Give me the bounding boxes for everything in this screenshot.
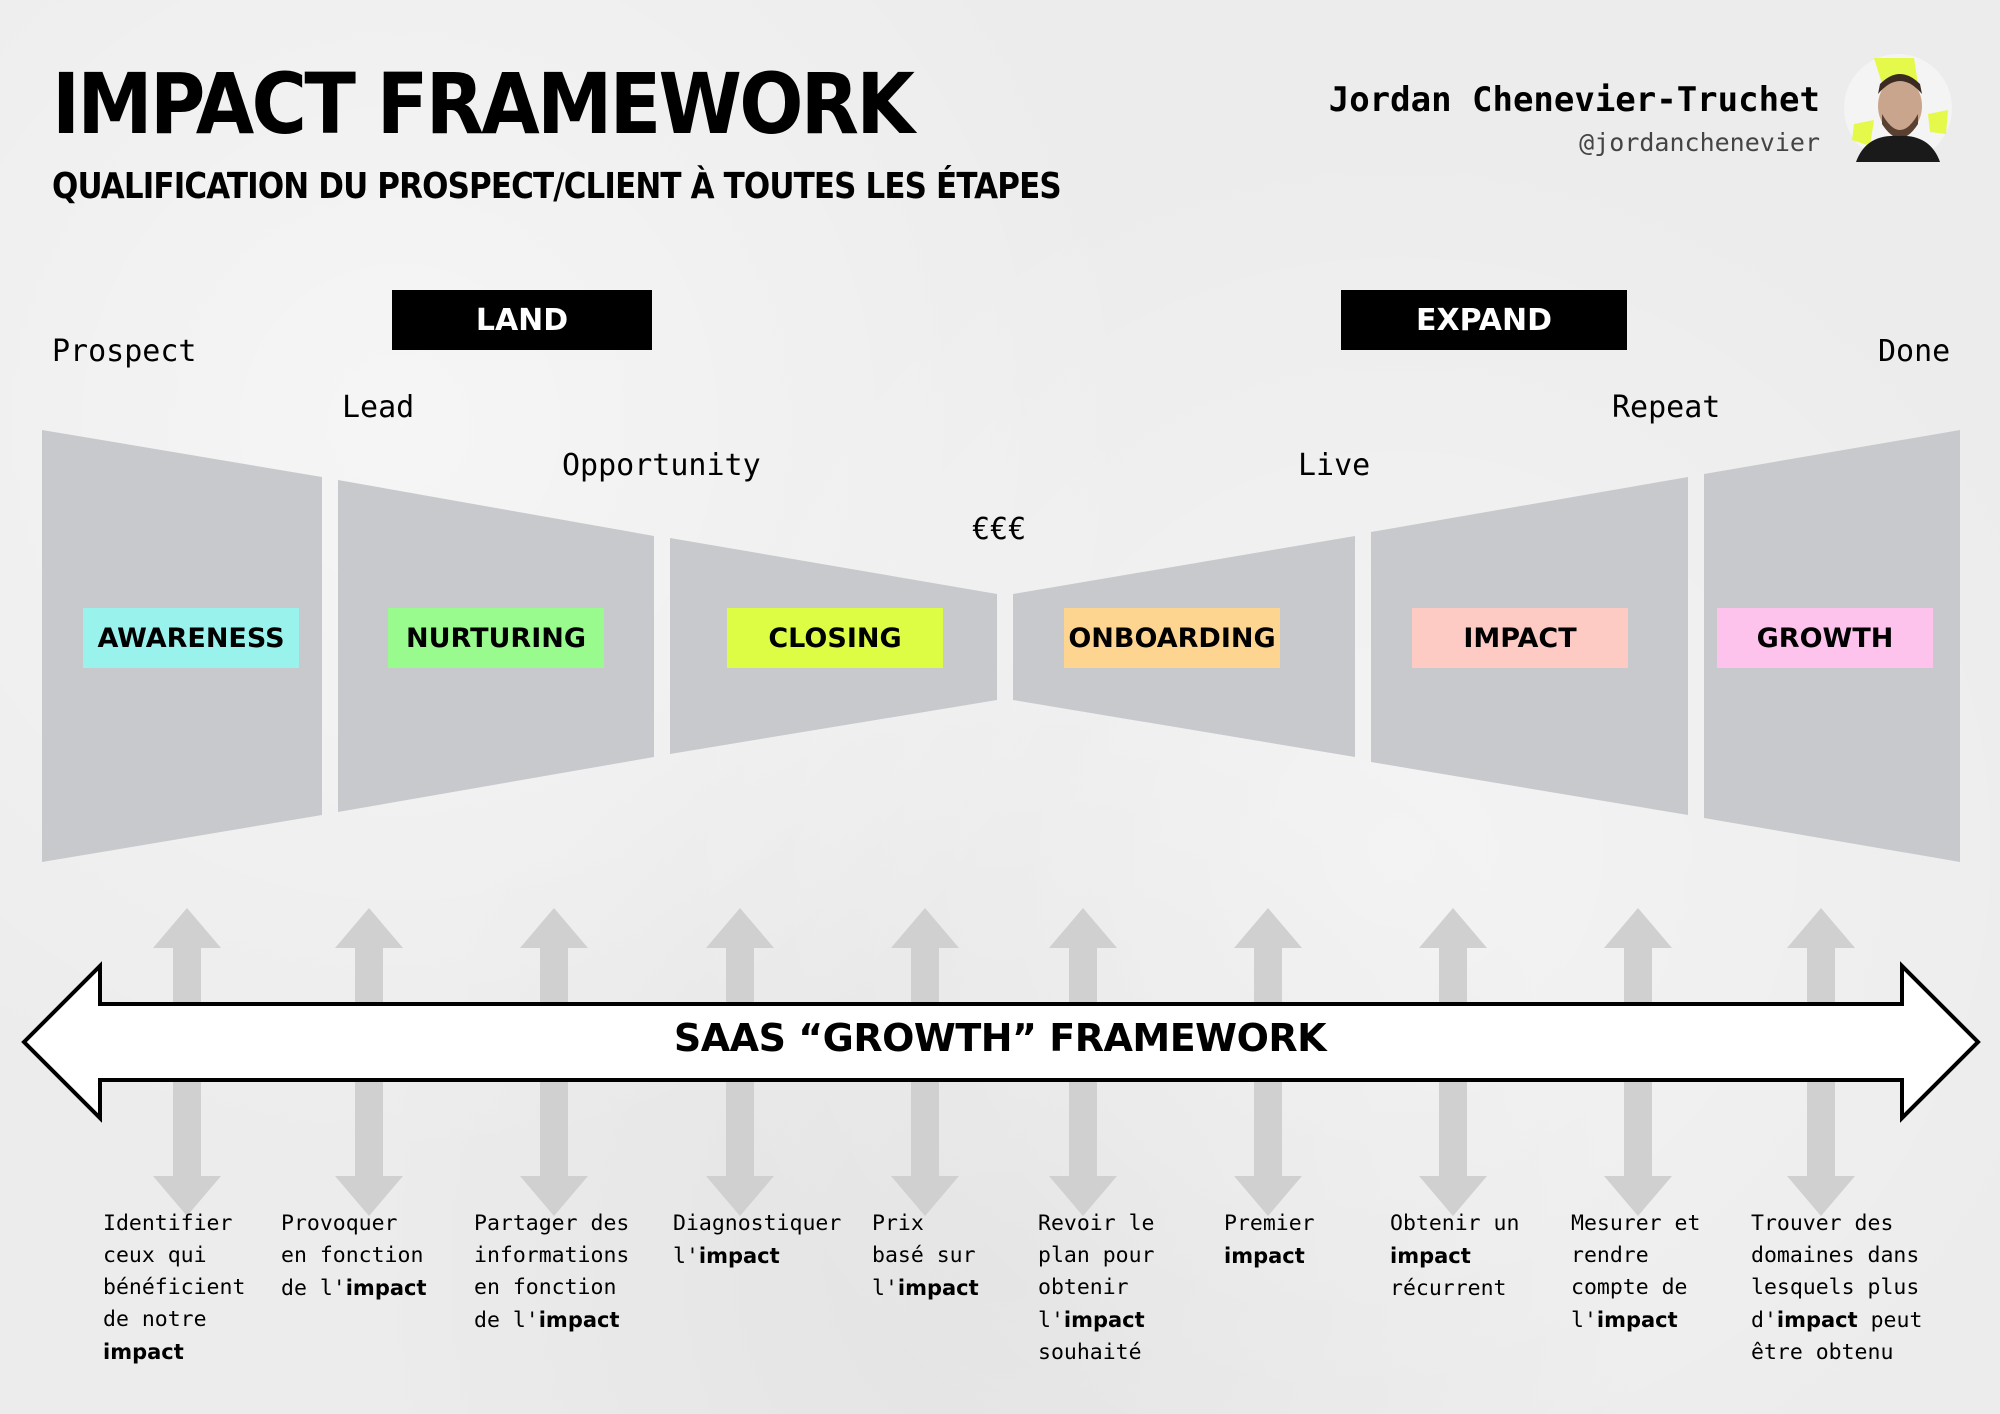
description-line: souhaité (1038, 1340, 1142, 1365)
description-line: Revoir le (1038, 1211, 1155, 1236)
stage-description-8: Obtenir un impact récurrent (1390, 1208, 1519, 1305)
description-impact-line: impact (1390, 1240, 1519, 1273)
description-impact-line: l'impact (872, 1272, 979, 1305)
milestone-lead: Lead (342, 390, 415, 425)
stage-awareness: AWARENESS (83, 608, 299, 668)
stage-description-9: Mesurer et rendre compte de l'impact (1571, 1208, 1700, 1337)
impact-prefix: l' (1038, 1308, 1064, 1333)
description-impact-line: de l'impact (281, 1272, 427, 1305)
stage-description-10: Trouver des domaines dans lesquels plus d'i… (1751, 1208, 1922, 1369)
impact-keyword: impact (103, 1340, 184, 1364)
description-impact-line: impact (103, 1336, 245, 1369)
page-subtitle: QUALIFICATION DU PROSPECT/CLIENT À TOUTE… (52, 166, 1062, 207)
description-line: Prix (872, 1211, 924, 1236)
description-line: en fonction (474, 1275, 617, 1300)
impact-keyword: impact (897, 1276, 979, 1300)
stage-onboarding: ONBOARDING (1064, 608, 1280, 668)
stage-growth: GROWTH (1717, 608, 1933, 668)
description-impact-line: l'impact (1571, 1304, 1700, 1337)
description-impact-line: d'impact peut (1751, 1304, 1922, 1337)
milestone-live: Live (1298, 448, 1371, 483)
impact-keyword: impact (1776, 1308, 1858, 1332)
impact-keyword: impact (1596, 1308, 1678, 1332)
description-line: en fonction (281, 1243, 424, 1268)
impact-keyword: impact (1390, 1244, 1471, 1268)
stage-description-4: Diagnostiquer l'impact (673, 1208, 841, 1273)
impact-prefix: l' (673, 1244, 699, 1269)
impact-prefix: l' (872, 1276, 898, 1301)
description-line: basé sur (872, 1243, 976, 1268)
phase-expand: EXPAND (1341, 290, 1627, 350)
impact-suffix: peut (1857, 1308, 1923, 1333)
description-line: de notre (103, 1307, 207, 1332)
impact-prefix: de l' (281, 1276, 346, 1301)
impact-prefix: de l' (474, 1308, 539, 1333)
page-title: IMPACT FRAMEWORK (52, 55, 915, 153)
milestone-done: Done (1878, 334, 1951, 369)
framework-arrow (21, 961, 1981, 1123)
description-line: obtenir (1038, 1275, 1129, 1300)
description-line: informations (474, 1243, 630, 1268)
stage-description-6: Revoir le plan pour obtenir l'impact souhait… (1038, 1208, 1155, 1369)
description-line: compte de (1571, 1275, 1688, 1300)
description-impact-line: l'impact (1038, 1304, 1155, 1337)
milestone-money: €€€ (972, 512, 1027, 547)
description-line: Diagnostiquer (673, 1211, 842, 1236)
description-impact-line: impact (1224, 1240, 1315, 1273)
description-line: Mesurer et (1571, 1211, 1701, 1236)
impact-keyword: impact (1063, 1308, 1145, 1332)
description-line: Premier (1224, 1211, 1315, 1236)
impact-keyword: impact (345, 1276, 427, 1300)
milestone-opportunity: Opportunity (562, 448, 761, 483)
stage-description-5: Prix basé sur l'impact (872, 1208, 979, 1305)
description-line: récurrent (1390, 1276, 1507, 1301)
milestone-prospect: Prospect (52, 334, 197, 369)
description-line: Trouver des (1751, 1211, 1894, 1236)
description-line: domaines dans (1751, 1243, 1920, 1268)
description-impact-line: l'impact (673, 1240, 841, 1273)
author-handle[interactable]: @jordanchenevier (1579, 128, 1820, 157)
description-line: lesquels plus (1751, 1275, 1920, 1300)
impact-keyword: impact (698, 1244, 780, 1268)
description-line: rendre (1571, 1243, 1649, 1268)
stage-description-7: Premier impact (1224, 1208, 1315, 1273)
description-line: ceux qui (103, 1243, 207, 1268)
impact-keyword: impact (1224, 1244, 1305, 1268)
phase-land: LAND (392, 290, 652, 350)
author-name: Jordan Chenevier-Truchet (1328, 80, 1820, 120)
description-line: Partager des (474, 1211, 630, 1236)
description-impact-line: de l'impact (474, 1304, 629, 1337)
description-line: plan pour (1038, 1243, 1155, 1268)
milestone-repeat: Repeat (1612, 390, 1721, 425)
avatar (1844, 54, 1952, 162)
description-line: bénéficient (103, 1275, 246, 1300)
description-line: Identifier (103, 1211, 233, 1236)
impact-keyword: impact (538, 1308, 620, 1332)
framework-label: SAAS “GROWTH” FRAMEWORK (673, 1016, 1327, 1060)
impact-prefix: d' (1751, 1308, 1777, 1333)
description-line: être obtenu (1751, 1340, 1894, 1365)
description-line: Provoquer (281, 1211, 398, 1236)
stage-nurturing: NURTURING (388, 608, 604, 668)
description-line: Obtenir un (1390, 1211, 1520, 1236)
stage-impact: IMPACT (1412, 608, 1628, 668)
stage-description-1: Identifier ceux qui bénéficient de notre imp… (103, 1208, 245, 1369)
stage-closing: CLOSING (727, 608, 943, 668)
stage-description-3: Partager des informations en fonction de l'… (474, 1208, 629, 1337)
impact-prefix: l' (1571, 1308, 1597, 1333)
stage-description-2: Provoquer en fonction de l'impact (281, 1208, 427, 1305)
